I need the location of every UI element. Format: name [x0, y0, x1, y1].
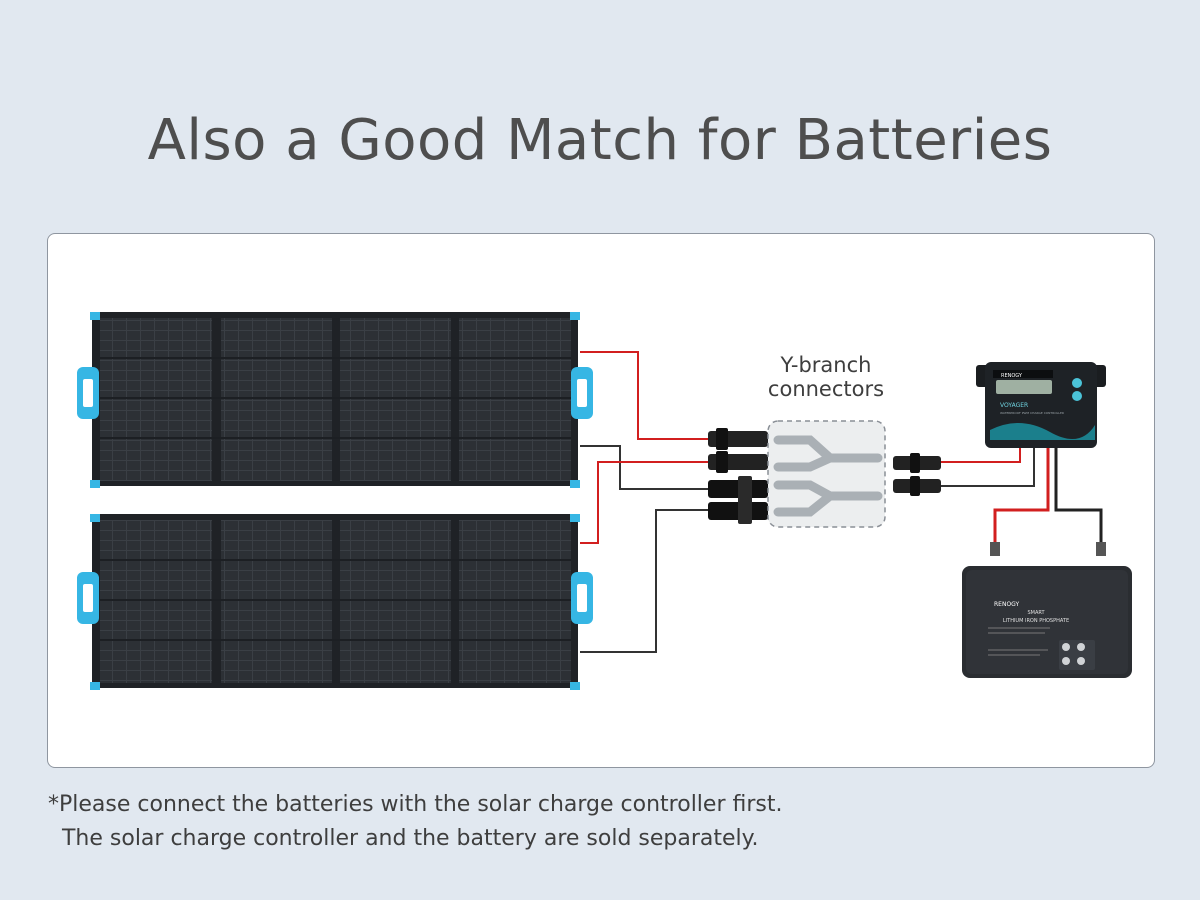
panel-module — [340, 318, 451, 481]
battery-brand: RENOGY — [994, 601, 1020, 608]
charge-controller — [976, 362, 1106, 448]
footnote-line1: *Please connect the batteries with the s… — [48, 792, 783, 817]
panel-module — [221, 520, 332, 683]
footnote-line2: The solar charge controller and the batt… — [48, 826, 759, 851]
controller-subtitle: WATERPROOF PWM CHARGE CONTROLLER — [1000, 411, 1064, 415]
y-branch-connectors — [767, 420, 886, 528]
battery-line2: LITHIUM IRON PHOSPHATE — [1003, 618, 1069, 624]
solar-panel-top — [77, 312, 593, 488]
y-branch-label-line1: Y-branch — [780, 353, 872, 377]
panel-module — [221, 318, 332, 481]
battery — [962, 566, 1132, 678]
mc4-connectors — [708, 428, 768, 524]
wire-negative — [580, 509, 708, 653]
panel-module — [459, 318, 571, 481]
solar-panel-bottom — [77, 514, 593, 690]
wire-negative — [1054, 448, 1103, 553]
page-title: Also a Good Match for Batteries — [147, 108, 1053, 173]
wire-negative — [580, 445, 708, 490]
footnote: *Please connect the batteries with the s… — [48, 788, 782, 856]
controller-wires — [941, 448, 1035, 487]
panel-module — [100, 520, 212, 683]
battery-line1: SMART — [1027, 610, 1045, 616]
controller-model: VOYAGER — [1000, 402, 1028, 409]
panel-module — [340, 520, 451, 683]
panel-module — [459, 520, 571, 683]
y-branch-label: Y-branch connectors — [746, 353, 906, 401]
y-branch-label-line2: connectors — [767, 377, 885, 401]
wire-positive — [993, 448, 1050, 553]
battery-wires — [990, 448, 1106, 556]
controller-brand: RENOGY — [1001, 373, 1023, 379]
mc4-output-connectors — [893, 453, 941, 496]
wire-positive — [580, 461, 708, 544]
panel-module — [100, 318, 212, 481]
panel-wires — [580, 351, 708, 653]
wire-positive — [580, 351, 708, 440]
